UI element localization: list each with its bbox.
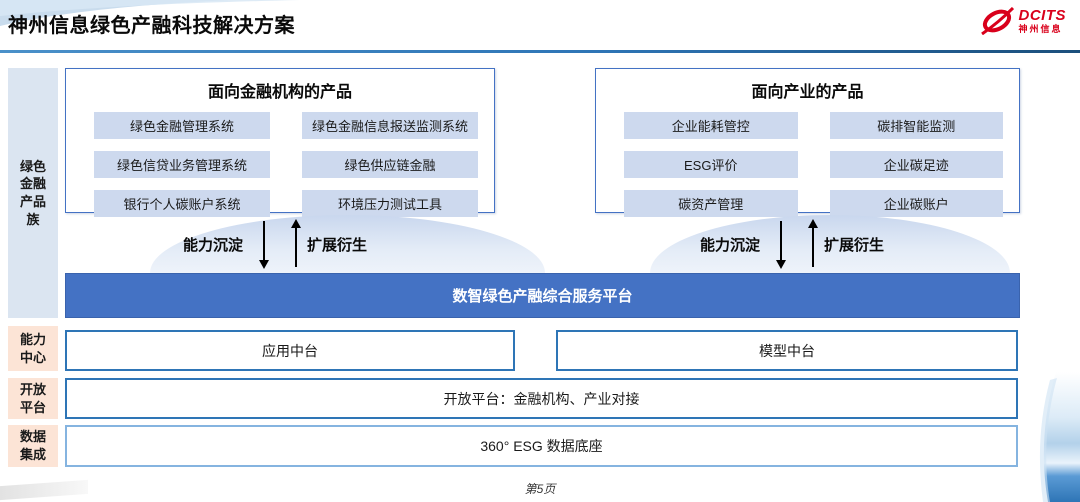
dcits-swirl-icon [980, 7, 1014, 35]
product-item: 企业碳足迹 [829, 151, 1003, 178]
expand-derive-label: 扩展衍生 [824, 236, 885, 254]
industry-products-group-title: 面向产业的产品 [751, 84, 864, 101]
product-item: 企业碳账户 [829, 190, 1003, 217]
sidebar-green-finance-product-family: 绿色 金融 产品 族 [8, 68, 58, 318]
capability-arrows-left: 能力沉淀 扩展衍生 [183, 218, 367, 270]
logo-brand: DCITS [1018, 7, 1066, 24]
product-item: 绿色金融管理系统 [94, 112, 270, 139]
esg-data-base-box: 360° ESG 数据底座 [65, 425, 1018, 467]
industry-products-grid: 企业能耗管控 碳排智能监测 ESG评价 企业碳足迹 碳资产管理 企业碳账户 [596, 102, 1019, 217]
product-item: ESG评价 [624, 151, 798, 178]
sidebar-open-platform: 开放 平台 [8, 378, 58, 419]
financial-products-group-title: 面向金融机构的产品 [207, 84, 352, 101]
down-arrow-icon [776, 221, 787, 269]
product-item: 绿色信贷业务管理系统 [94, 151, 270, 178]
logo-brand-cn: 神州信息 [1018, 24, 1063, 34]
dcits-logo: DCITS 神州信息 [980, 7, 1067, 35]
divider-line [0, 50, 1080, 53]
open-platform-box: 开放平台：金融机构、产业对接 [65, 378, 1018, 419]
app-middle-platform-box: 应用中台 [65, 330, 515, 371]
model-middle-platform-box: 模型中台 [556, 330, 1018, 371]
up-arrow-icon [808, 219, 819, 267]
product-item: 碳排智能监测 [829, 112, 1003, 139]
page-number: 第5页 [524, 482, 556, 496]
capability-arrows-right: 能力沉淀 扩展衍生 [700, 218, 884, 270]
sidebar-ability-center: 能力 中心 [8, 326, 58, 371]
product-item: 企业能耗管控 [624, 112, 798, 139]
financial-products-grid: 绿色金融管理系统 绿色金融信息报送监测系统 绿色信贷业务管理系统 绿色供应链金融… [66, 102, 494, 217]
capability-deposit-label: 能力沉淀 [183, 236, 244, 254]
product-item: 环境压力测试工具 [302, 190, 478, 217]
up-arrow-icon [291, 219, 302, 267]
product-item: 银行个人碳账户系统 [94, 190, 270, 217]
digital-green-platform-bar: 数智绿色产融综合服务平台 [65, 273, 1020, 318]
product-item: 绿色金融信息报送监测系统 [302, 112, 478, 139]
logo-text: DCITS 神州信息 [1019, 8, 1067, 34]
capability-deposit-label: 能力沉淀 [700, 236, 761, 254]
expand-derive-label: 扩展衍生 [307, 236, 368, 254]
down-arrow-icon [259, 221, 270, 269]
product-item: 绿色供应链金融 [302, 151, 478, 178]
product-item: 碳资产管理 [624, 190, 798, 217]
page-title: 神州信息绿色产融科技解决方案 [8, 15, 295, 37]
sidebar-data-integration: 数据 集成 [8, 425, 58, 467]
industry-products-group: 面向产业的产品 企业能耗管控 碳排智能监测 ESG评价 企业碳足迹 碳资产管理 … [595, 68, 1020, 217]
financial-products-group: 面向金融机构的产品 绿色金融管理系统 绿色金融信息报送监测系统 绿色信贷业务管理… [65, 68, 495, 217]
